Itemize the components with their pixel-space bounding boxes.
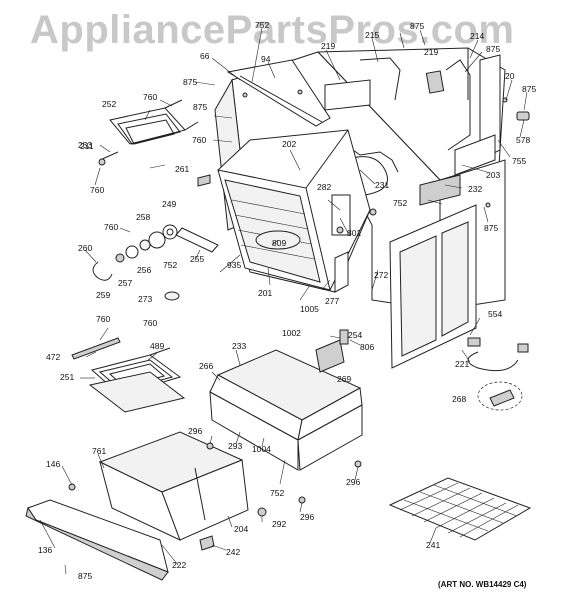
- callout: 257: [118, 278, 132, 288]
- callout: 215: [365, 30, 379, 40]
- callout: 249: [162, 199, 176, 209]
- callout: 1005: [300, 304, 319, 314]
- callout: 211: [80, 141, 94, 151]
- callout: 260: [78, 243, 92, 253]
- callout: 292: [272, 519, 286, 529]
- callout: 242: [226, 547, 240, 557]
- callout: 202: [282, 139, 296, 149]
- callout: 760: [192, 135, 206, 145]
- callout: 146: [46, 459, 60, 469]
- callout: 66: [200, 51, 210, 61]
- callout: 261: [175, 164, 189, 174]
- oven-rack: [388, 477, 532, 541]
- callout: 255: [190, 254, 204, 264]
- callout: 252: [102, 99, 116, 109]
- callout: 232: [468, 184, 482, 194]
- power-cord: [467, 337, 529, 372]
- oven-cabinet: [214, 47, 506, 311]
- callout: 472: [46, 352, 60, 362]
- watermark: AppliancePartsPros.com: [30, 8, 515, 52]
- callout: 875: [183, 77, 197, 87]
- callout: 94: [261, 54, 271, 64]
- callout: 760: [143, 318, 157, 328]
- kit-268: [477, 381, 523, 411]
- drawer: [98, 431, 249, 541]
- broil-element: [88, 347, 186, 413]
- callout: 935: [227, 260, 241, 270]
- callout: 203: [486, 170, 500, 180]
- callout: 806: [360, 342, 374, 352]
- drawer-front: [25, 499, 169, 581]
- callout: 875: [410, 21, 424, 31]
- small-parts: [92, 151, 219, 301]
- callout: 258: [136, 212, 150, 222]
- oven-cavity: [217, 129, 377, 293]
- callout: 875: [484, 223, 498, 233]
- callout: 136: [38, 545, 52, 555]
- callout: 219: [321, 41, 335, 51]
- callout: 251: [60, 372, 74, 382]
- callout: 231: [375, 180, 389, 190]
- callout: 219: [424, 47, 438, 57]
- callout: 296: [300, 512, 314, 522]
- callout: 752: [393, 198, 407, 208]
- bake-element: [109, 99, 199, 145]
- callout: 241: [426, 540, 440, 550]
- callout: 273: [138, 294, 152, 304]
- callout: 222: [172, 560, 186, 570]
- callout: 875: [486, 44, 500, 54]
- callout: 1004: [252, 444, 271, 454]
- callout: 293: [228, 441, 242, 451]
- callout: 752: [255, 20, 269, 30]
- callout: 272: [374, 270, 388, 280]
- callout: 214: [470, 31, 484, 41]
- callout: 578: [516, 135, 530, 145]
- callout: 253: [78, 140, 92, 150]
- callout: 256: [137, 265, 151, 275]
- callout: 201: [258, 288, 272, 298]
- callout: 20: [505, 71, 515, 81]
- callout: 752: [163, 260, 177, 270]
- callout: 809: [272, 238, 286, 248]
- callout: 760: [96, 314, 110, 324]
- top-bracket: [226, 59, 331, 127]
- callout: 755: [512, 156, 526, 166]
- callout: 259: [96, 290, 110, 300]
- drawer-support: [209, 329, 363, 471]
- callout: 489: [150, 341, 164, 351]
- callout: 282: [317, 182, 331, 192]
- callout: 1002: [282, 328, 301, 338]
- callout: 296: [346, 477, 360, 487]
- callout: 554: [488, 309, 502, 319]
- callout: 233: [232, 341, 246, 351]
- callout: 269: [337, 374, 351, 384]
- callout: 204: [234, 524, 248, 534]
- callout: 296: [188, 426, 202, 436]
- callout: 277: [325, 296, 339, 306]
- rod: [71, 337, 121, 360]
- callout: 760: [90, 185, 104, 195]
- callout: 254: [348, 330, 362, 340]
- callout: 752: [270, 488, 284, 498]
- side-panel: [389, 204, 477, 369]
- callout: 268: [452, 394, 466, 404]
- callouts: 752 66 94 875 219 215 875 219 214 875 20…: [38, 20, 536, 581]
- callout: 875: [193, 102, 207, 112]
- callout: 875: [78, 571, 92, 581]
- callout: 221: [455, 359, 469, 369]
- leader-lines: [39, 27, 528, 575]
- callout: 266: [199, 361, 213, 371]
- callout: 801: [347, 228, 361, 238]
- callout: 761: [92, 446, 106, 456]
- callout: 760: [143, 92, 157, 102]
- art-number: (ART NO. WB14429 C4): [438, 580, 527, 589]
- callout: 760: [104, 222, 118, 232]
- callout: 875: [522, 84, 536, 94]
